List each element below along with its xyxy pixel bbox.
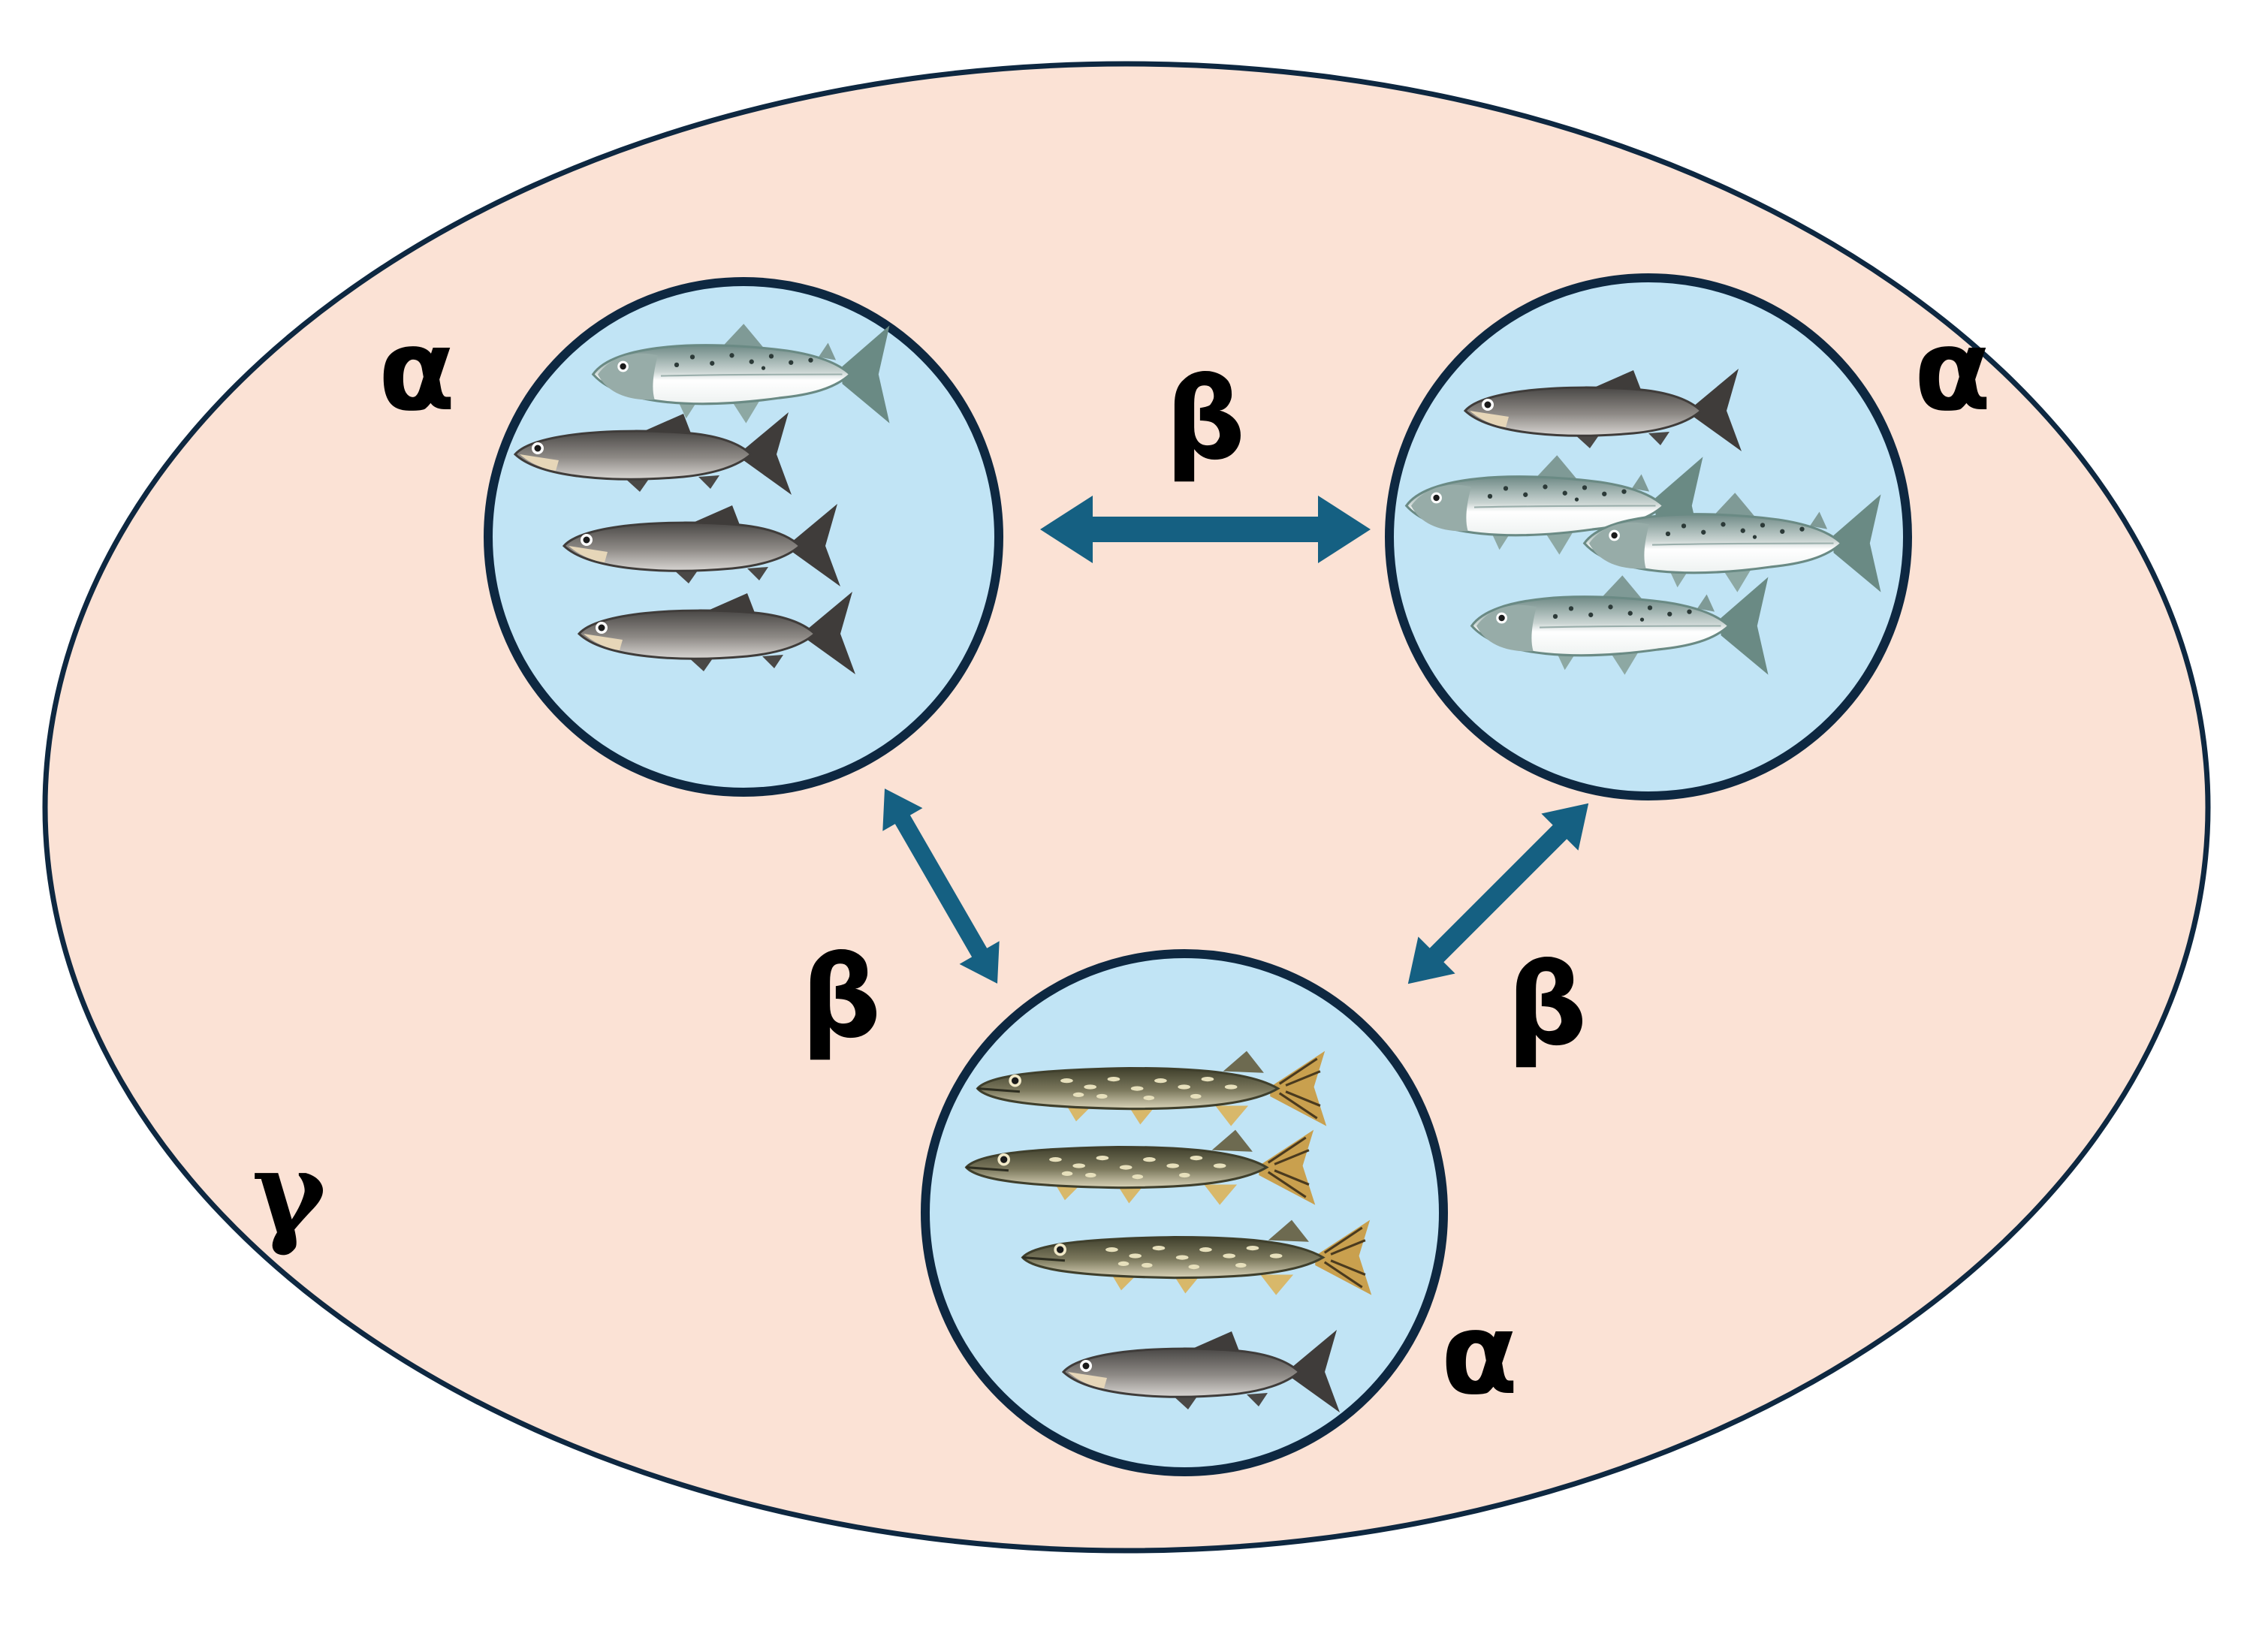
beta-label-left: β xyxy=(801,933,881,1063)
community-top-right xyxy=(1385,273,1912,800)
alpha-label-top-left: α xyxy=(378,306,455,436)
alpha-label-top-right: α xyxy=(1914,306,1991,436)
beta-label-top: β xyxy=(1165,354,1245,485)
community-top-left xyxy=(484,277,1003,797)
community-bottom xyxy=(921,949,1448,1476)
alpha-label-bottom: α xyxy=(1440,1289,1518,1420)
beta-label-right: β xyxy=(1507,940,1587,1071)
gamma-label: γ xyxy=(252,1126,327,1259)
